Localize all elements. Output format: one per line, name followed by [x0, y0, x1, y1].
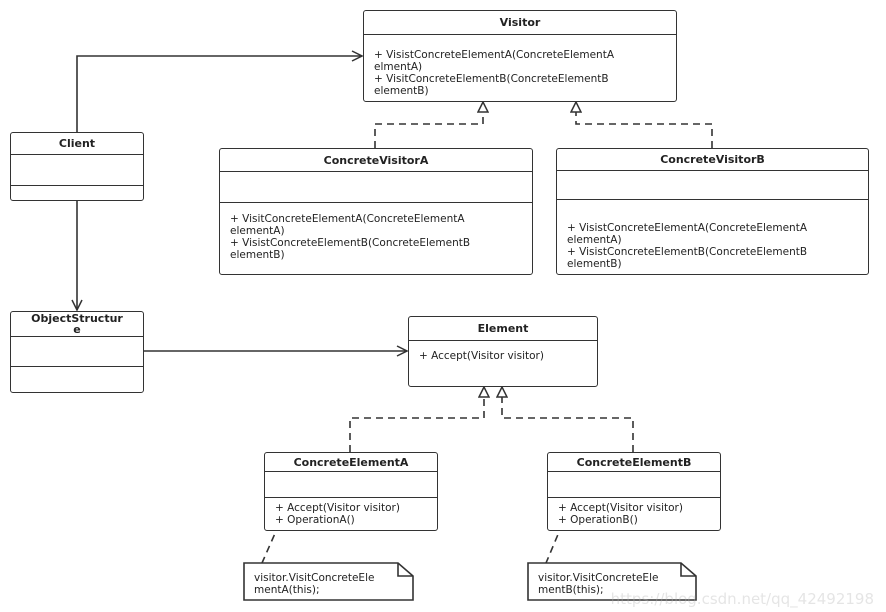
class-operations: + Accept(Visitor visitor) + OperationA() [275, 502, 400, 526]
note-a: visitor.VisitConcreteEle mentA(this); [254, 572, 375, 596]
class-name: ConcreteVisitorA [220, 149, 532, 172]
note-b-fold [680, 563, 696, 577]
note-a-fold [397, 563, 413, 577]
class-attributes [557, 171, 868, 200]
concretevisitora-realizes-visitor [374, 102, 483, 148]
class-name: ObjectStructur e [11, 312, 143, 337]
note-b: visitor.VisitConcreteEle mentB(this); [538, 572, 659, 596]
class-name: ConcreteVisitorB [557, 149, 868, 171]
note-b-anchor [545, 512, 568, 564]
class-attributes [220, 172, 532, 203]
class-name: Element [409, 317, 597, 341]
class-attributes [11, 155, 143, 186]
class-name: ConcreteElementB [548, 453, 720, 473]
class-name: Client [11, 133, 143, 155]
concreteelementa-realizes-element [349, 387, 484, 452]
class-operations: + VisitConcreteElementA(ConcreteElementA… [230, 213, 471, 261]
concreteelementb-realizes-element [502, 387, 634, 452]
note-a-anchor [261, 512, 285, 564]
class-concrete-visitor-a[interactable]: ConcreteVisitorA + VisitConcreteElementA… [219, 148, 533, 275]
class-operations: + VisistConcreteElementA(ConcreteElement… [374, 49, 614, 97]
class-operations: + Accept(Visitor visitor) [419, 350, 544, 362]
class-operations [11, 367, 143, 392]
class-name: Visitor [364, 11, 676, 35]
class-operations [11, 186, 143, 200]
class-concrete-element-b[interactable]: ConcreteElementB + Accept(Visitor visito… [547, 452, 721, 531]
class-element[interactable]: Element + Accept(Visitor visitor) [408, 316, 598, 387]
class-operations: + Accept(Visitor visitor) + OperationB() [558, 502, 683, 526]
class-concrete-visitor-b[interactable]: ConcreteVisitorB + VisistConcreteElement… [556, 148, 869, 275]
class-name: ConcreteElementA [265, 453, 437, 473]
class-object-structure[interactable]: ObjectStructur e [10, 311, 144, 393]
class-attributes [265, 472, 437, 498]
class-attributes [548, 472, 720, 498]
note-b-shape [527, 562, 697, 601]
class-concrete-element-a[interactable]: ConcreteElementA + Accept(Visitor visito… [264, 452, 438, 531]
class-client[interactable]: Client [10, 132, 144, 201]
concretevisitorb-realizes-visitor [576, 102, 713, 148]
class-visitor[interactable]: Visitor + VisistConcreteElementA(Concret… [363, 10, 677, 102]
class-operations: + VisistConcreteElementA(ConcreteElement… [567, 222, 808, 270]
note-a-shape [243, 562, 414, 601]
client-to-visitor-association [76, 56, 362, 132]
watermark: https://blog.csdn.net/qq_42492198 [610, 590, 874, 608]
class-attributes [11, 337, 143, 367]
